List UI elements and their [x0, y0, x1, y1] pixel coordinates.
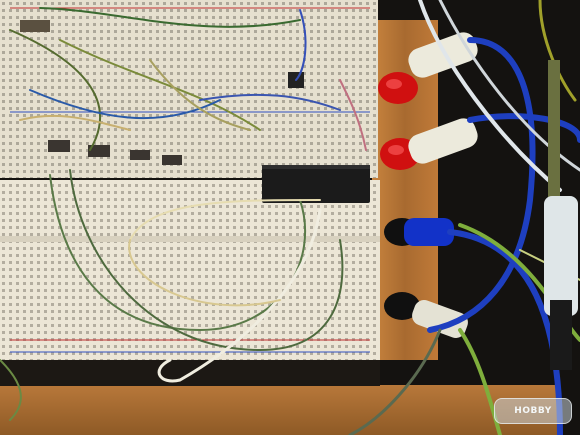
component-1: [48, 140, 70, 152]
component-3: [130, 150, 150, 160]
white-plug-3: [412, 300, 468, 338]
blue-connector: [384, 218, 454, 246]
watermark-text: HOBBY: [514, 406, 552, 416]
red-connector-1: [378, 72, 418, 104]
probe-tip: [550, 300, 572, 370]
wire-bundle: [0, 7, 367, 421]
breadboard-channel: [0, 236, 380, 242]
component-4: [162, 155, 182, 165]
ic-chip: [262, 165, 370, 203]
white-plug-1: [408, 32, 478, 78]
probe-shaft: [548, 60, 560, 200]
watermark-logo: HOBBY: [494, 398, 572, 424]
cable-bundle: [348, 0, 580, 435]
component-5: [20, 20, 50, 32]
wood-base: [0, 385, 560, 435]
ic-chip-top: [262, 165, 370, 169]
probe-body: [544, 196, 578, 316]
white-plug-2: [408, 118, 478, 164]
component-2: [88, 145, 110, 157]
black-connector: [384, 292, 420, 320]
